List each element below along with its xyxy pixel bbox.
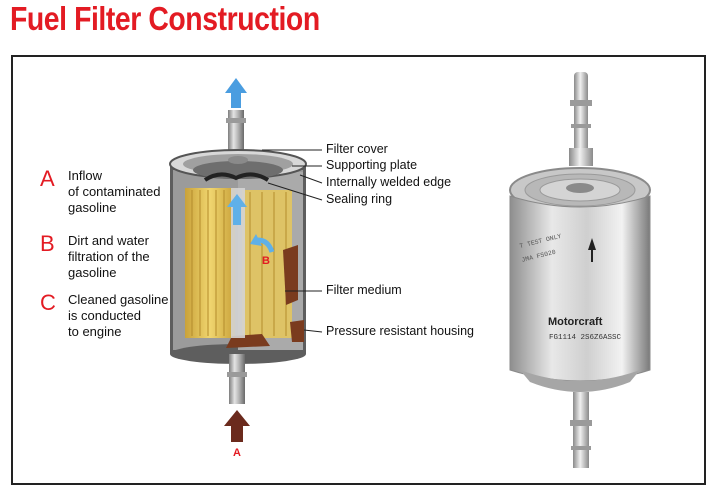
- product-photo: Motorcraft FG1114 2S6Z6ASSC T TEST ONLY …: [509, 72, 651, 468]
- sealing-ring: [203, 172, 270, 182]
- stage-c-letter: C: [40, 290, 56, 315]
- mark-b: B: [262, 255, 270, 267]
- callout-supporting-plate: Supporting plate: [326, 158, 418, 172]
- stage-b-letter: B: [40, 231, 55, 256]
- page-title: Fuel Filter Construction: [10, 0, 320, 37]
- callout-housing: Pressure resistant housing: [326, 324, 474, 338]
- inner-flow-arrow-icon: [227, 194, 247, 225]
- filter-housing: [170, 162, 306, 364]
- callout-filter-medium: Filter medium: [326, 283, 402, 297]
- stage-b-text: Dirt and water filtration of the gasolin…: [68, 233, 150, 280]
- stage-b: B Dirt and water filtration of the gasol…: [40, 233, 150, 281]
- callout-filter-cover: Filter cover: [326, 142, 388, 156]
- inflow-arrow-icon: [224, 410, 250, 442]
- stage-a-text: Inflow of contaminated gasoline: [68, 168, 161, 215]
- stage-a: A Inflow of contaminated gasoline: [40, 168, 161, 216]
- callout-leaders: [262, 149, 323, 333]
- inlet-tube: [229, 354, 245, 404]
- stage-a-letter: A: [40, 166, 55, 191]
- callout-sealing-ring: Sealing ring: [326, 192, 393, 206]
- outflow-arrow-icon: [225, 78, 247, 108]
- stage-c-text: Cleaned gasoline is conducted to engine: [68, 292, 169, 339]
- mark-a: A: [233, 447, 241, 459]
- product-brand: Motorcraft: [548, 316, 603, 328]
- stage-c: C Cleaned gasoline is conducted to engin…: [40, 292, 168, 340]
- filtration-arrow-icon: [250, 234, 275, 253]
- product-part-number: FG1114 2S6Z6ASSC: [549, 334, 622, 342]
- callout-welded-edge: Internally welded edge: [326, 175, 452, 189]
- dirt-deposit: [283, 245, 298, 305]
- filter-medium: [185, 188, 235, 338]
- filter-cover: [169, 149, 307, 182]
